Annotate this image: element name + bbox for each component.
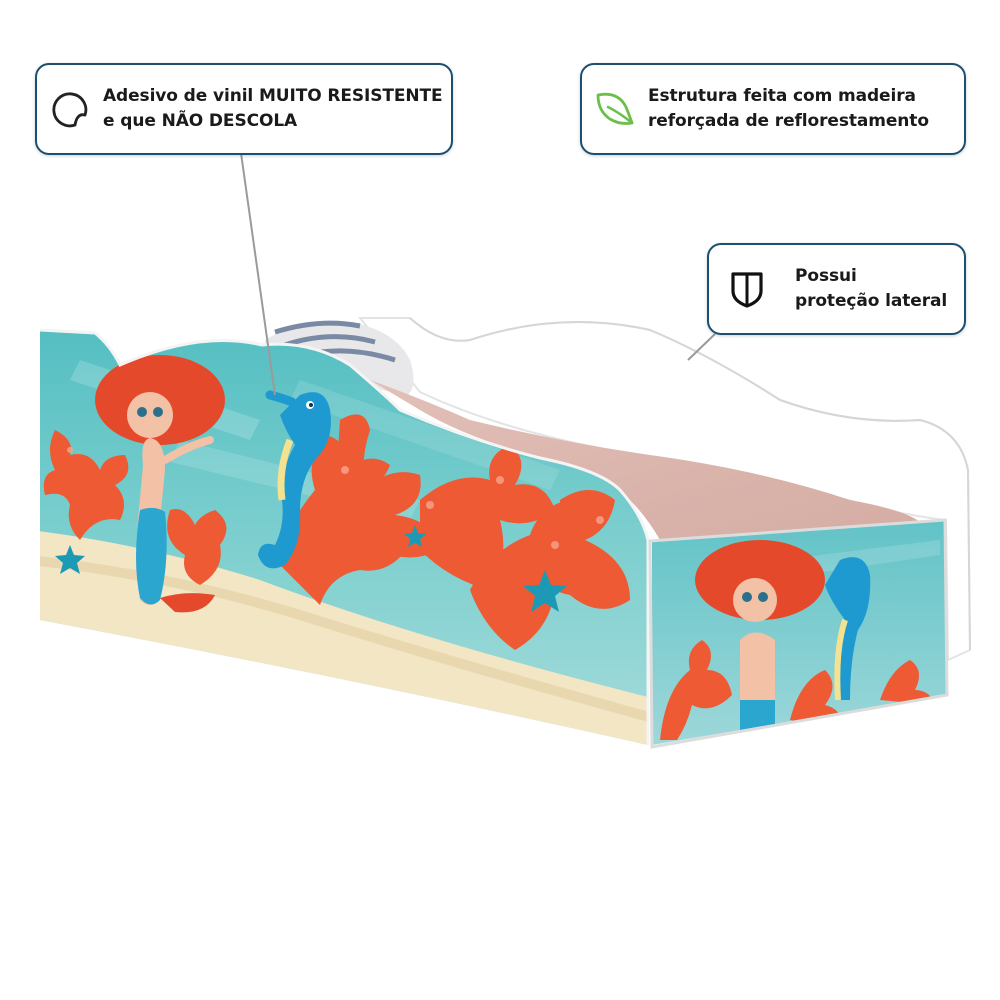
shield-icon <box>729 269 765 309</box>
leaf-icon <box>592 87 636 131</box>
side-panel-art <box>40 330 648 745</box>
callout-wood: Estrutura feita com madeira reforçada de… <box>580 63 966 155</box>
connector-line-protect <box>687 333 716 361</box>
end-panel-art <box>652 520 947 745</box>
sticker-peel-icon <box>49 89 89 129</box>
mattress <box>370 380 920 540</box>
callout-sticker: Adesivo de vinil MUITO RESISTENTE e que … <box>35 63 453 155</box>
callout-line-1: Possui <box>795 266 857 286</box>
callout-line-2: proteção lateral <box>795 291 948 311</box>
callout-line-2: e que NÃO DESCOLA <box>103 111 298 131</box>
callout-line-2: reforçada de reflorestamento <box>648 111 929 131</box>
starfish <box>404 525 426 547</box>
callout-line-1: Estrutura feita com madeira <box>648 86 916 106</box>
callout-text: Possui proteção lateral <box>795 264 947 314</box>
mermaid <box>95 355 225 613</box>
connector-line-sticker <box>240 152 276 396</box>
callout-text: Adesivo de vinil MUITO RESISTENTE e que … <box>103 84 443 134</box>
callout-text: Estrutura feita com madeira reforçada de… <box>648 84 929 134</box>
callout-protect: Possui proteção lateral <box>707 243 966 335</box>
seahorse <box>258 390 331 569</box>
callout-line-1: Adesivo de vinil MUITO RESISTENTE <box>103 86 443 106</box>
starfish <box>55 545 85 574</box>
starfish <box>523 570 567 612</box>
